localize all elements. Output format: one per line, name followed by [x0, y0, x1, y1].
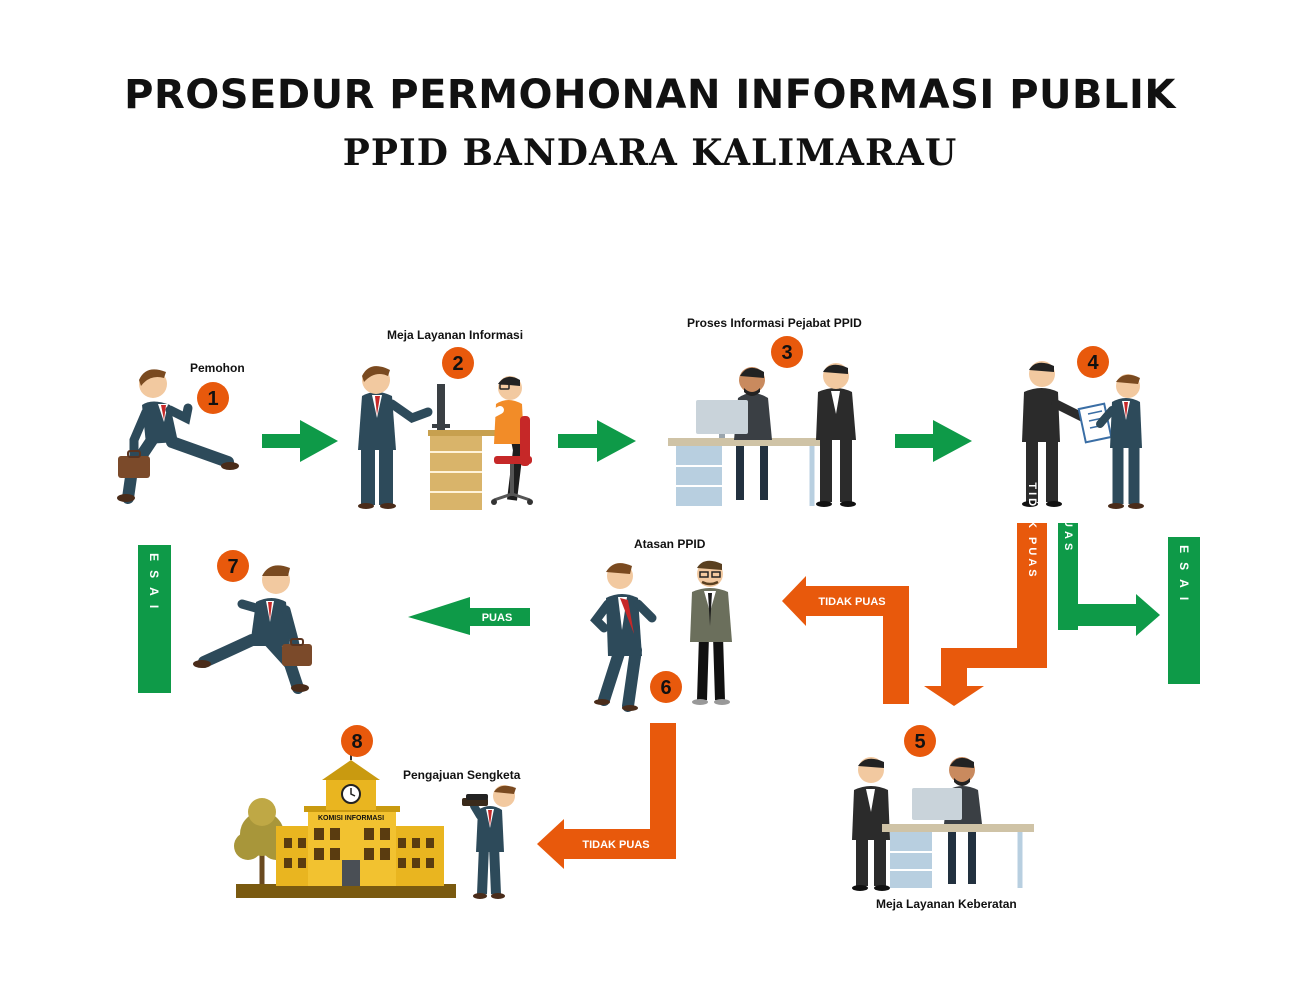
step-3-proses-figure — [668, 363, 856, 507]
step-2-number: 2 — [452, 353, 463, 375]
step-6-badge: 6 — [650, 671, 682, 703]
building-sign: KOMISI INFORMASI — [318, 815, 384, 822]
computer-monitor-icon — [912, 788, 962, 820]
document-icon — [1077, 402, 1113, 444]
arrow-6-to-8-tidak-puas: TIDAK PUAS — [537, 723, 676, 869]
arrow-2-to-3 — [558, 420, 636, 462]
arrow-3-to-4 — [895, 420, 972, 462]
step-8-label: Pengajuan Sengketa — [403, 768, 521, 782]
tidak-puas-vertical-label: TIDAK PUAS — [1026, 482, 1038, 579]
step-3-label: Proses Informasi Pejabat PPID — [687, 316, 862, 330]
selesai-left-label: SELESAI — [147, 503, 161, 617]
page-subtitle: PPID BANDARA KALIMARAU — [342, 132, 958, 174]
computer-monitor-icon — [432, 384, 450, 430]
step-6-number: 6 — [660, 677, 671, 699]
step-2-badge: 2 — [442, 347, 474, 379]
step-6-atasan-figure — [590, 560, 732, 712]
page-title: PROSEDUR PERMOHONAN INFORMASI PUBLIK — [124, 72, 1176, 118]
step-2-meja-layanan-figure — [358, 366, 533, 510]
briefcase-icon — [118, 450, 150, 478]
step-8-pengajuan-figure — [462, 785, 516, 899]
step-8-badge: 8 — [341, 725, 373, 757]
step-7-badge: 7 — [217, 550, 249, 582]
briefcase-icon — [282, 638, 312, 666]
step-5-meja-keberatan-figure — [852, 757, 1034, 891]
step-4-badge: 4 — [1077, 346, 1109, 378]
arrow-4-puas: PUAS — [1058, 508, 1160, 636]
step-3-badge: 3 — [771, 336, 803, 368]
step-3-number: 3 — [781, 342, 792, 364]
step-2-label: Meja Layanan Informasi — [387, 328, 524, 342]
selesai-left: SELESAI — [138, 503, 171, 693]
selesai-right-label: SELESAI — [1177, 495, 1191, 609]
clock-icon — [341, 784, 361, 804]
step-8-building: KOMISI INFORMASI — [234, 746, 456, 898]
step-5-badge: 5 — [904, 725, 936, 757]
step-5-number: 5 — [914, 731, 925, 753]
step-1-number: 1 — [207, 388, 218, 410]
step-1-pemohon-figure — [117, 369, 239, 504]
step-6-label: Atasan PPID — [634, 537, 706, 551]
step-7-number: 7 — [227, 556, 238, 578]
binoculars-icon — [462, 794, 488, 806]
arrow-4-tidak-puas: TIDAK PUAS — [924, 482, 1047, 706]
arrow-1-to-2 — [262, 420, 338, 462]
step-1-badge: 1 — [197, 382, 229, 414]
step-4-figure — [1022, 361, 1144, 509]
selesai-right: SELESAI — [1168, 495, 1200, 684]
puas-7-label: PUAS — [482, 612, 513, 624]
puas-vertical-label: PUAS — [1062, 508, 1074, 555]
step-1-label: Pemohon — [190, 361, 245, 375]
tidak-puas-6-label: TIDAK PUAS — [818, 596, 885, 608]
step-5-label: Meja Layanan Keberatan — [876, 897, 1017, 911]
arrow-5-to-6-tidak-puas: TIDAK PUAS — [782, 576, 909, 704]
step-4-number: 4 — [1087, 352, 1099, 374]
tidak-puas-8-label: TIDAK PUAS — [582, 839, 649, 851]
step-8-number: 8 — [351, 731, 362, 753]
computer-monitor-icon — [696, 400, 748, 438]
step-7-figure — [193, 565, 312, 694]
arrow-6-to-7-puas: PUAS — [408, 597, 530, 635]
